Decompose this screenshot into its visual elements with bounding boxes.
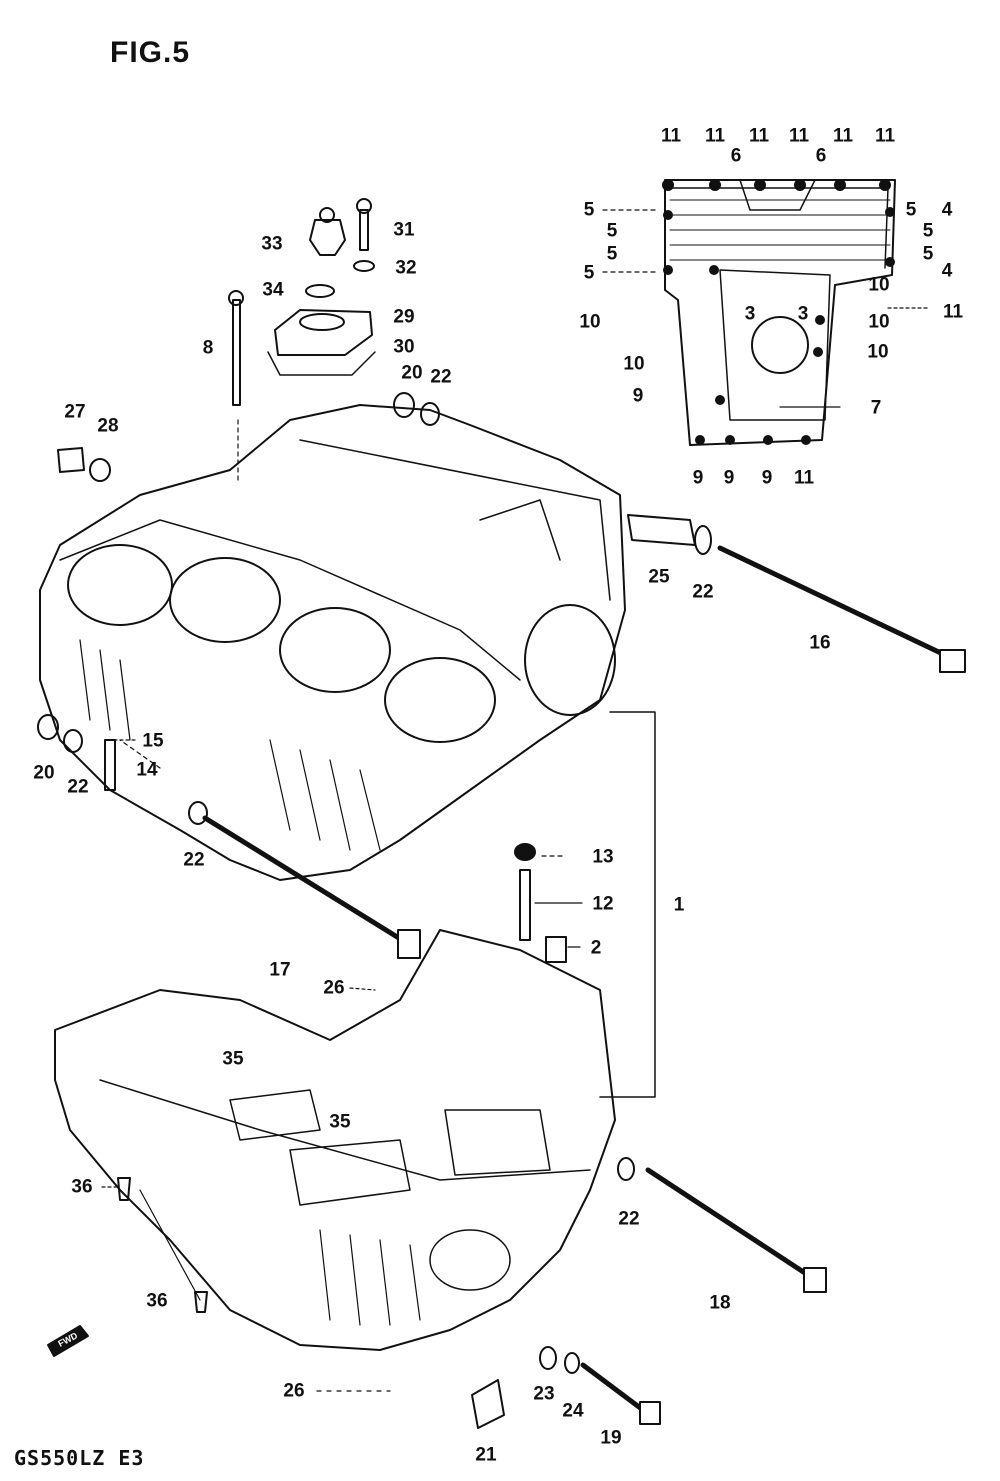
callout: 29 [393,306,415,328]
callout: 34 [262,279,284,301]
callout: 36 [146,1290,168,1312]
callout: 22 [67,776,89,798]
upper-crankcase-drawing [39,404,626,881]
callout: 21 [475,1444,497,1466]
callout: 6 [815,145,827,167]
callout: 8 [202,337,214,359]
callout: 10 [868,311,890,333]
callout: 27 [64,401,86,423]
callout: 11 [704,125,726,147]
callout: 11 [660,125,682,147]
hardware-drawing [37,392,966,1429]
callout: 20 [33,762,55,784]
callout: 19 [600,1427,622,1449]
figure-title: FIG.5 [110,36,191,69]
callout: 5 [606,243,618,265]
callout: 15 [142,730,164,752]
callout: 1 [673,894,685,916]
callout: 5 [905,199,917,221]
callout: 25 [648,566,670,588]
callout: 14 [136,759,158,781]
lower-crankcase-drawing [54,929,616,1351]
callout: 36 [71,1176,93,1198]
callout: 26 [323,977,345,999]
leader-lines [101,209,931,1392]
callout: 5 [922,220,934,242]
callout: 23 [533,1383,555,1405]
callout: 11 [793,467,815,489]
callout: 24 [562,1400,584,1422]
callout: 7 [870,397,882,419]
callout: 9 [723,467,735,489]
callout: 6 [730,145,742,167]
callout: 26 [283,1380,305,1402]
oil-pan-drawing [662,179,896,446]
callout: 11 [832,125,854,147]
callout: 11 [748,125,770,147]
callout: 28 [97,415,119,437]
callout: 4 [941,260,953,282]
callout: 35 [222,1048,244,1070]
callout: 5 [922,243,934,265]
callout: 10 [867,341,889,363]
callout: 9 [692,467,704,489]
callout: 35 [329,1111,351,1133]
callout: 33 [261,233,283,255]
callout: 3 [744,303,756,325]
callout: 20 [401,362,423,384]
callout: 12 [592,893,614,915]
callout: 4 [941,199,953,221]
callout: 5 [606,220,618,242]
callout: 9 [761,467,773,489]
callout: 10 [623,353,645,375]
callout: 13 [592,846,614,868]
callout: 32 [395,257,417,279]
callout: 16 [809,632,831,654]
breather-parts-drawing [228,198,376,406]
callout: 18 [709,1292,731,1314]
callout: 10 [868,274,890,296]
callout: 3 [797,303,809,325]
callout: 10 [579,311,601,333]
callout: 9 [632,385,644,407]
callout: 22 [618,1208,640,1230]
callout: 22 [692,581,714,603]
callout: 22 [430,366,452,388]
callout: 22 [183,849,205,871]
callout: 11 [942,301,964,323]
callout: 31 [393,219,415,241]
callout: 11 [874,125,896,147]
callout: 30 [393,336,415,358]
callout: 17 [269,959,291,981]
callout: 5 [583,262,595,284]
callout: 2 [590,937,602,959]
model-code: GS550LZ E3 [14,1446,145,1470]
group-bracket-1 [599,711,656,1098]
callout: 5 [583,199,595,221]
callout: 11 [788,125,810,147]
